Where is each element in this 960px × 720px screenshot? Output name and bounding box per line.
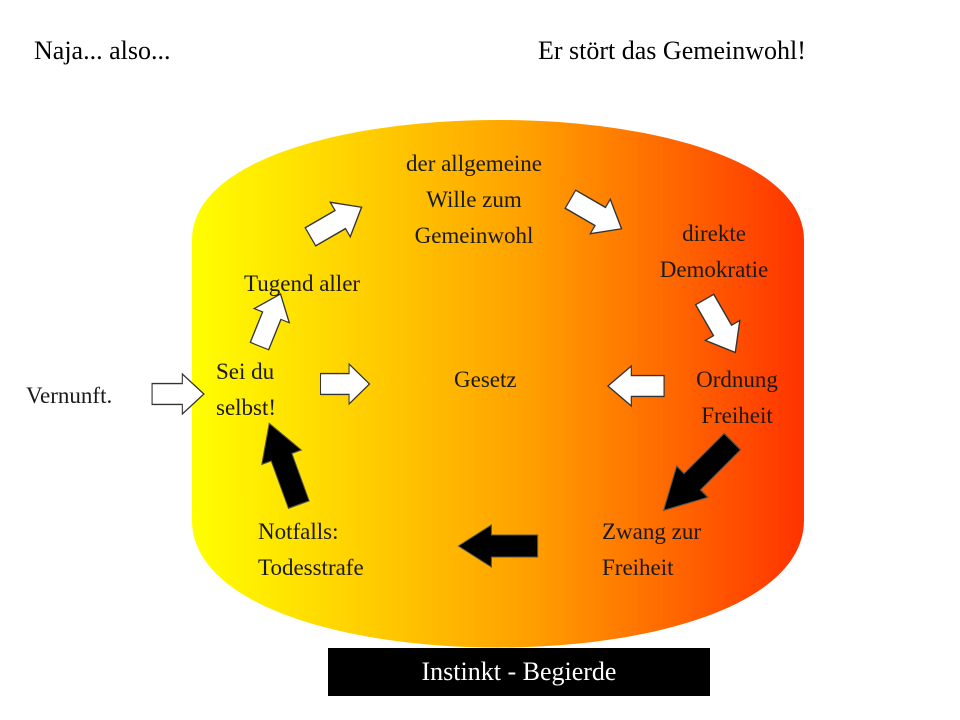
label-notfalls: Notfalls: Todesstrafe bbox=[258, 519, 364, 580]
header-right-text: Er stört das Gemeinwohl! bbox=[538, 36, 806, 65]
label-demokratie: direkte Demokratie bbox=[659, 221, 769, 282]
caption-box: Instinkt - Begierde bbox=[328, 648, 710, 696]
label-wille: der allgemeine Wille zum Gemeinwohl bbox=[405, 151, 542, 248]
label-zwang: Zwang zur Freiheit bbox=[602, 519, 701, 580]
label-sei: Sei du selbst! bbox=[216, 359, 277, 420]
label-gesetz: Gesetz bbox=[454, 367, 517, 392]
header-left-text: Naja... also... bbox=[34, 36, 171, 65]
gradient-barrel bbox=[192, 120, 804, 648]
label-tugend: Tugend aller bbox=[244, 271, 361, 296]
label-ordnung: Ordnung Freiheit bbox=[696, 367, 778, 428]
label-vernunft: Vernunft. bbox=[26, 383, 113, 408]
